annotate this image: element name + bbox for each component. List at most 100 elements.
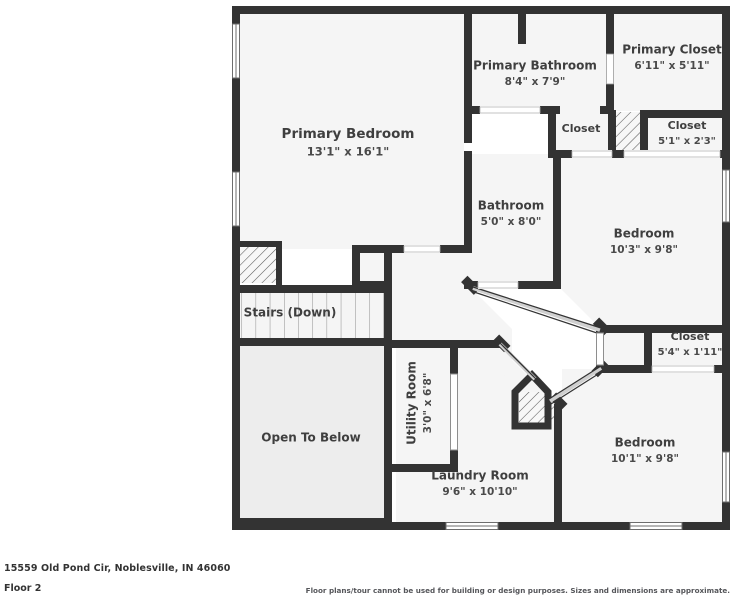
diag-line-1c	[473, 291, 601, 335]
label-open-to-below: Open To Below	[261, 431, 360, 445]
wall-hatch-alcove	[511, 369, 552, 430]
window-bottom-laundry	[445, 522, 499, 530]
wall-hall-top	[440, 245, 472, 253]
wall-left-lower	[232, 243, 240, 530]
wall-stub-top-a	[464, 6, 472, 44]
wall-otb-right	[384, 346, 392, 526]
fill-closet-mid-small	[601, 329, 650, 369]
room-fills	[232, 6, 730, 530]
door-hall-nook	[404, 245, 440, 253]
fill-utility-room	[396, 345, 452, 461]
fill-bathroom	[468, 154, 557, 285]
label-closet-mid-right: Closet	[671, 330, 710, 343]
door-pb-hall	[464, 143, 472, 151]
fill-hatch-upper	[612, 112, 644, 154]
wall-stub-top-b	[518, 6, 526, 44]
dim-closet-upper-right: 5'1" x 2'3"	[658, 136, 716, 147]
wall-cmr-bottom-a	[596, 365, 652, 373]
window-left-upper	[232, 23, 240, 79]
wall-hatch-upper-right	[640, 110, 648, 158]
dim-primary-bedroom: 13'1" x 16'1"	[307, 145, 389, 159]
label-primary-closet: Primary Closet	[622, 43, 722, 57]
diag-line-3	[498, 342, 537, 381]
wall-closet-ur-top	[640, 110, 730, 118]
fill-closet-center	[552, 111, 612, 154]
dim-closet-mid-right: 5'4" x 1'11"	[658, 347, 723, 358]
wall-utility-top	[392, 340, 458, 348]
room-labels: Primary Bedroom 13'1" x 16'1" Primary Ba…	[244, 43, 723, 499]
wall-diag-joint-b	[592, 317, 611, 336]
door-closet-mid-small	[596, 332, 604, 366]
door-hall-nook-frame	[403, 245, 441, 253]
wall-utility-right-b	[450, 450, 458, 472]
label-stairs: Stairs (Down)	[244, 306, 337, 320]
wall-bath-right	[553, 154, 561, 289]
wall-pb-right-3	[464, 150, 472, 249]
fill-bedroom-lower	[562, 369, 730, 530]
diag-line-1	[472, 286, 601, 332]
wall-stairs-right	[384, 285, 392, 346]
wall-hatch-left-right	[276, 241, 282, 287]
window-left-lower	[232, 171, 240, 227]
fill-hatch-left	[238, 243, 278, 283]
wall-stairs-bottom	[232, 338, 392, 346]
door-primary-closet	[606, 53, 614, 85]
label-primary-bedroom: Primary Bedroom	[282, 126, 415, 142]
label-closet-upper-right: Closet	[668, 119, 707, 132]
dim-primary-bathroom: 8'4" x 7'9"	[505, 76, 566, 88]
property-address: 15559 Old Pond Cir, Noblesville, IN 4606…	[4, 563, 231, 574]
diag-line-2c	[550, 370, 604, 405]
door-primary-bath	[480, 106, 540, 114]
wall-hatch-upper-left	[608, 110, 616, 158]
wall-top	[232, 6, 730, 14]
wall-cmr-top	[596, 325, 730, 333]
wall-left-upper	[232, 6, 240, 249]
wall-laundry-top	[458, 340, 502, 348]
wall-utility-right-a	[450, 340, 458, 374]
wall-pb-right-1	[464, 44, 472, 111]
wall-cmr-mid	[644, 325, 652, 373]
dim-bathroom: 5'0" x 8'0"	[481, 216, 542, 228]
label-bathroom: Bathroom	[478, 199, 544, 213]
dim-bedroom-lower: 10'1" x 9'8"	[611, 453, 679, 465]
fill-closet-mid-right	[650, 329, 730, 369]
footer: 15559 Old Pond Cir, Noblesville, IN 4606…	[0, 530, 736, 600]
wall-hatch-left-top	[236, 241, 282, 247]
label-utility-room: Utility Room	[405, 361, 419, 445]
window-right-bedroom-lower	[722, 451, 730, 503]
wall-pcloset-left-1	[606, 6, 614, 54]
diag-line-1b	[472, 286, 602, 329]
wall-pb-right-2	[464, 111, 472, 143]
wall-nook-right	[384, 245, 392, 289]
door-utility-room	[450, 373, 458, 451]
door-closet-mid-right	[652, 365, 714, 373]
dim-primary-closet: 6'11" x 5'11"	[634, 60, 709, 72]
wall-bl-left	[554, 404, 562, 526]
diag-line-2	[548, 366, 603, 403]
diag-line-2b	[548, 365, 602, 400]
wall-nook-left	[352, 245, 360, 289]
fill-primary-closet	[612, 6, 730, 111]
fill-open-to-below	[238, 345, 388, 526]
wall-bath-bottom-b	[518, 281, 561, 289]
fill-primary-bedroom	[232, 6, 468, 249]
door-bathroom-frame	[477, 281, 519, 289]
wall-cmr-bottom-c	[714, 365, 730, 373]
wall-pbath-bottom-a	[464, 106, 480, 114]
windows-and-doors	[232, 23, 730, 530]
window-right-bedroom	[722, 169, 730, 223]
wall-utility-bottom	[392, 464, 458, 472]
dim-utility-room: 3'0" x 6'8"	[422, 373, 434, 434]
wall-br-top-b	[612, 150, 624, 158]
disclaimer-text: Floor plans/tour cannot be used for buil…	[305, 586, 730, 595]
door-bedroom-right-top	[571, 150, 721, 158]
label-laundry-room: Laundry Room	[431, 469, 529, 483]
fill-stairs	[238, 291, 386, 338]
wall-closet-center-left	[548, 110, 556, 158]
door-bathroom	[478, 281, 518, 289]
wall-br-top-a	[556, 150, 572, 158]
wall-otb-bottom	[232, 518, 392, 526]
wall-stairs-top	[232, 285, 392, 293]
